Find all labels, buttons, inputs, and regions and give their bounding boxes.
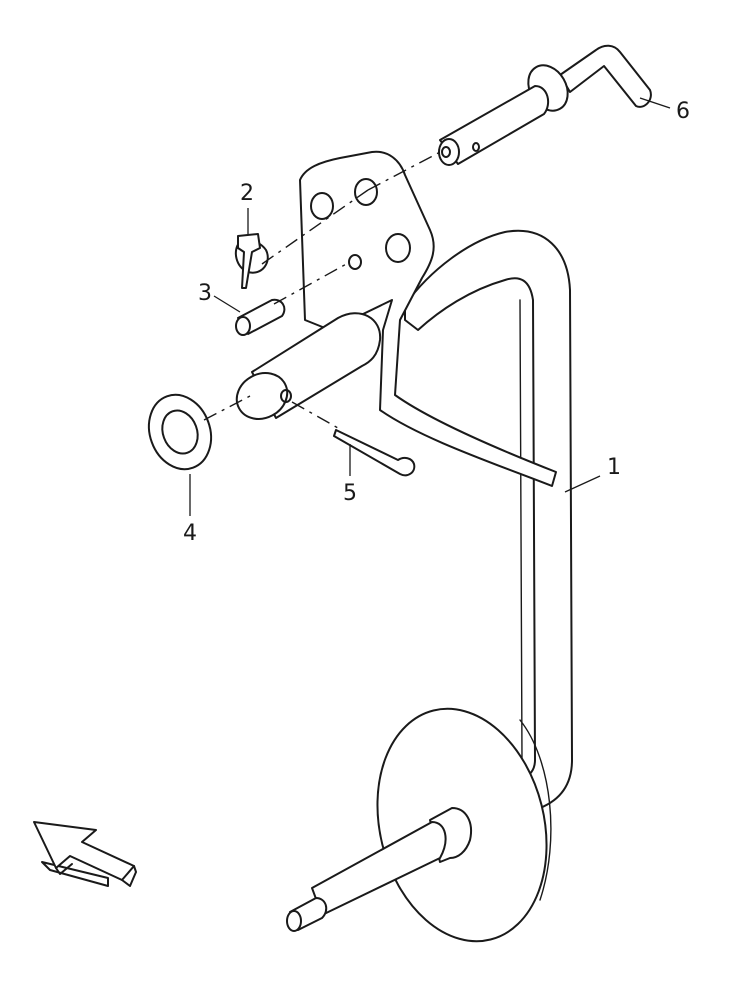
callout-3: 3 (198, 281, 212, 306)
callout-4: 4 (183, 521, 197, 546)
frame-inner-edge (519, 299, 523, 761)
assembly-centerlines (203, 149, 445, 429)
centerline-pin6 (367, 149, 445, 191)
washer-outer (147, 393, 213, 471)
handle-pin-grip (559, 44, 652, 108)
disc-edge (519, 719, 552, 901)
part-5-cotter-pin (333, 429, 416, 477)
leader-lines (189, 97, 671, 516)
callout-6: 6 (676, 99, 690, 124)
roll-pin-end (235, 316, 251, 336)
arrow-shape (33, 821, 135, 881)
plate-hole-right (385, 233, 411, 263)
callout-1: 1 (607, 455, 621, 480)
part-2-linch-pin (234, 233, 269, 289)
handle-pin-hole (472, 142, 480, 152)
main-shaft-end (235, 372, 289, 420)
part-4-washer (147, 393, 213, 471)
washer-inner (161, 409, 199, 455)
arrow-bottom-edge (55, 863, 73, 875)
plate-hole-top-left (310, 192, 334, 220)
shaft-pin-hole (280, 389, 292, 403)
cotter-pin-body (333, 429, 416, 477)
mounting-plate (299, 150, 557, 487)
handle-pin-bore (441, 146, 451, 158)
arrow-depth (41, 861, 109, 887)
linch-pin-body (237, 233, 261, 289)
axle-shaft (311, 821, 447, 916)
leader-6 (639, 97, 671, 109)
frame-loop (404, 229, 573, 813)
arrow-icon (33, 821, 137, 887)
leader-1 (564, 475, 601, 493)
callout-5: 5 (343, 481, 357, 506)
plate-hole-small (348, 254, 362, 270)
centerline-pin2 (261, 189, 369, 265)
axle-tip (286, 910, 302, 932)
part-1-frame-assembly (235, 150, 573, 943)
handle-pin-shaft (439, 85, 550, 165)
plate-hole-top-right (354, 178, 378, 206)
part-6-handle-pin (438, 44, 652, 166)
part-3-roll-pin (235, 298, 286, 336)
leader-3 (213, 295, 241, 313)
centerline-cotter (291, 401, 339, 429)
callout-2: 2 (240, 181, 254, 206)
callout-labels: 1 2 3 4 5 6 (183, 99, 690, 546)
arrow-side (121, 865, 137, 887)
centerline-washer (203, 395, 251, 421)
